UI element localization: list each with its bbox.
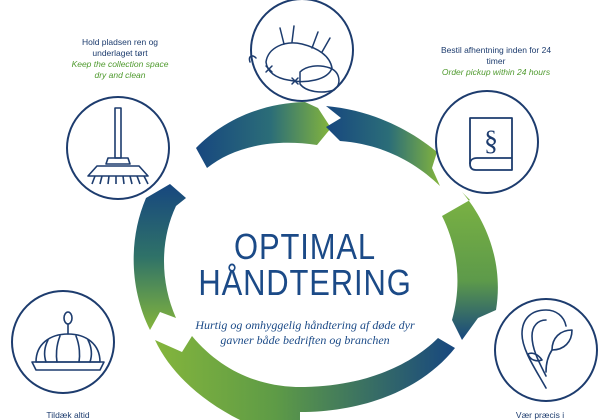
caption-pickup-english: Order pickup within 24 hours: [441, 67, 551, 77]
caption-pickup-danish: Bestil afhentning inden for 24 timer: [440, 45, 552, 66]
location-leaf-icon: [521, 309, 573, 389]
ring-segment-right: [442, 192, 498, 340]
center-title-line1: OPTIMAL: [234, 226, 376, 267]
svg-text:§: §: [484, 126, 498, 157]
ring-segment-bottom: [155, 336, 455, 420]
caption-clean: Hold pladsen ren og underlaget tørt Keep…: [70, 37, 170, 81]
broom-icon-circle: [66, 96, 170, 200]
caption-cover-danish: Tildæk altid: [46, 410, 90, 420]
ring-segment-top-right: [326, 106, 440, 186]
caption-clean-english: Keep the collection space dry and clean: [71, 59, 169, 80]
caption-cover: Tildæk altid: [28, 410, 108, 420]
location-leaf-icon-circle: [494, 298, 598, 402]
center-title-line2: HÅNDTERING: [198, 262, 412, 303]
caption-location: Vær præcis i: [500, 410, 580, 420]
caption-clean-danish: Hold pladsen ren og underlaget tørt: [81, 37, 159, 58]
dead-animals-icon: [248, 25, 340, 93]
ring-segment-left: [133, 184, 186, 330]
broom-icon: [87, 107, 149, 185]
cover-lid-icon: [31, 311, 105, 371]
ring-segment-top: [196, 102, 331, 168]
caption-location-danish: Vær præcis i: [515, 410, 565, 420]
center-subtitle: Hurtig og omhyggelig håndtering af døde …: [195, 318, 415, 347]
caption-pickup: Bestil afhentning inden for 24 timer Ord…: [440, 45, 552, 78]
cover-lid-icon-circle: [11, 290, 115, 394]
law-book-icon: §: [469, 117, 513, 171]
